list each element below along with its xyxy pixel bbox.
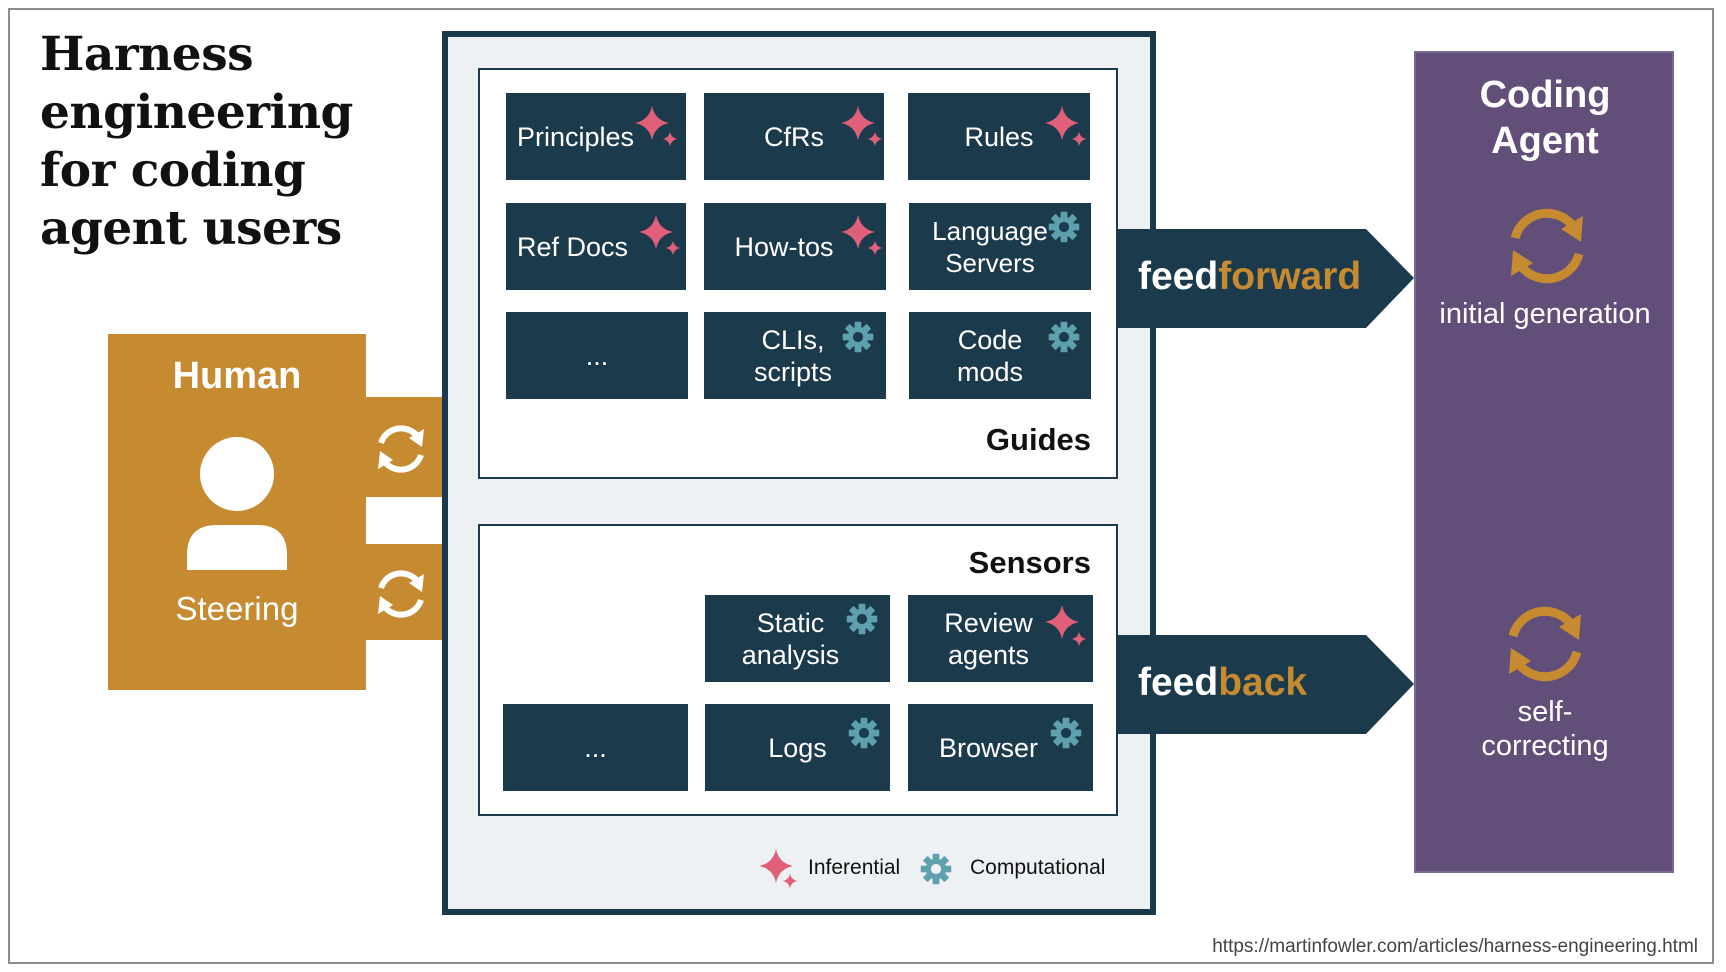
refresh-icon (1510, 208, 1584, 284)
feedback-label: feedback (1138, 661, 1307, 705)
tile-label: Language Servers (932, 215, 1048, 278)
sparkle-icon (1044, 105, 1087, 147)
feedback-suffix: back (1218, 661, 1308, 704)
sparkle-icon (634, 105, 678, 147)
feedback-arrow (1116, 635, 1414, 734)
person-icon (187, 437, 287, 570)
tile-label: Browser (938, 732, 1039, 763)
tile-label: CLIs, scripts (753, 324, 832, 387)
legend-gear-icon (920, 853, 952, 885)
tile-label: ... (584, 732, 607, 763)
tile-label: Review agents (944, 607, 1033, 670)
guide-tile-cfrs: CfRs (704, 93, 884, 180)
sparkle-icon (1044, 604, 1087, 647)
gear-icon (1050, 717, 1082, 749)
gear-icon (846, 603, 878, 635)
coding-agent-block (1414, 51, 1674, 873)
guide-tile-how-tos: How-tos (704, 203, 886, 290)
guide-tile-more: ... (506, 312, 688, 399)
source-url: https://martinfowler.com/articles/harnes… (1212, 936, 1698, 957)
tile-label: Rules (964, 121, 1034, 152)
refresh-icon (378, 570, 424, 618)
feedforward-arrow (1116, 229, 1414, 328)
gear-icon (1048, 211, 1080, 243)
tile-label: ... (585, 340, 609, 371)
guide-tile-principles: Principles (506, 93, 686, 180)
legend-computational: Computational (970, 856, 1106, 879)
legend-sparkle-icon (758, 848, 798, 889)
refresh-icon (378, 425, 424, 473)
tile-label: CfRs (764, 121, 824, 152)
feedforward-prefix: feed (1138, 255, 1219, 298)
tile-label: Code mods (956, 324, 1024, 387)
tile-label: Ref Docs (517, 231, 629, 262)
guide-tile-rules: Rules (908, 93, 1090, 180)
gear-icon (842, 321, 874, 353)
feedforward-label: feedforward (1138, 255, 1361, 299)
human-heading: Human (172, 355, 302, 397)
guides-title: Guides (985, 422, 1091, 457)
tile-label: Logs (768, 732, 827, 763)
refresh-icon (1508, 606, 1582, 682)
gear-icon (1048, 321, 1080, 353)
feedback-prefix: feed (1138, 661, 1219, 704)
tile-label: Principles (517, 121, 635, 152)
agent-title: Coding Agent (1479, 74, 1611, 162)
legend-inferential: Inferential (808, 856, 901, 879)
sensor-tile-more: ... (503, 704, 688, 791)
sensors-title: Sensors (968, 545, 1091, 580)
tile-label: Static analysis (741, 607, 840, 670)
tile-label: How-tos (734, 231, 834, 262)
gear-icon (848, 717, 880, 749)
self-correcting-label: self-correcting (1481, 696, 1609, 762)
human-block (108, 334, 366, 690)
diagram-frame (8, 8, 1714, 964)
sensor-tile-logs: Logs (705, 704, 890, 791)
feed-arrows (1116, 229, 1414, 734)
sparkle-icon (840, 214, 883, 256)
initial-generation-label: initial generation (1439, 298, 1651, 330)
steering-label: Steering (175, 590, 299, 627)
feedforward-suffix: forward (1218, 255, 1362, 298)
sparkle-icon (638, 214, 681, 256)
diagram-title: Harness engineering for coding agent use… (40, 27, 353, 256)
sensor-tile-browser: Browser (908, 704, 1093, 791)
sparkle-icon (840, 105, 883, 147)
